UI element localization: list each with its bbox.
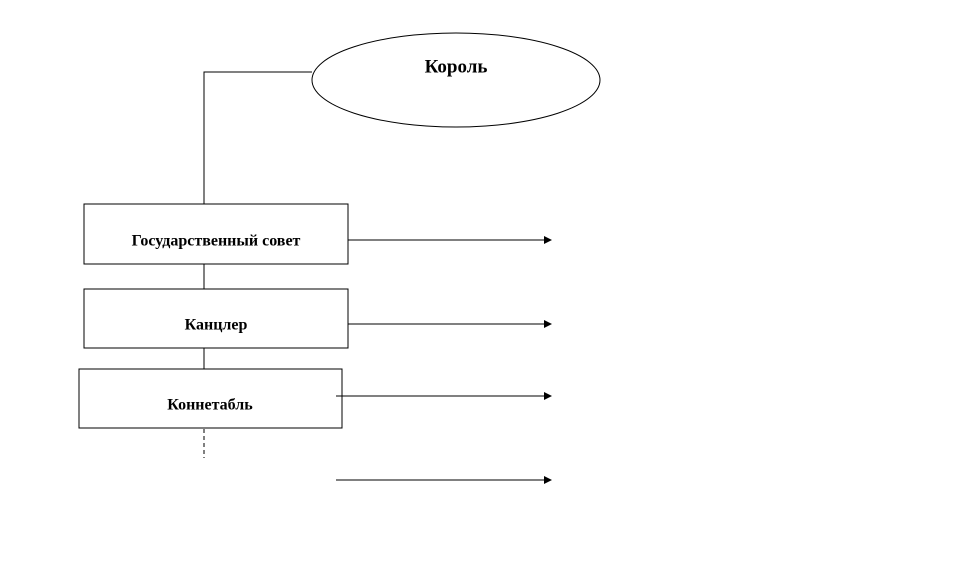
arrow-head-icon <box>544 476 552 484</box>
constable-node: Коннетабль <box>78 368 343 429</box>
state-council-node: Государственный совет <box>83 203 349 265</box>
king-connector-line <box>203 71 312 204</box>
arrow-from-state-council <box>348 236 552 244</box>
state-council-box <box>83 203 349 265</box>
state-council-label: Государственный совет <box>132 233 301 250</box>
constable-box <box>78 368 343 429</box>
king-label: Король <box>425 56 488 77</box>
chancellor-box <box>83 288 349 349</box>
chancellor-node: Канцлер <box>83 288 349 349</box>
constable-label: Коннетабль <box>167 397 253 414</box>
king-node: Король <box>311 32 601 128</box>
arrow-bottom <box>336 476 552 484</box>
arrow-head-icon <box>544 320 552 328</box>
arrow-from-chancellor <box>348 320 552 328</box>
arrow-head-icon <box>544 392 552 400</box>
chancellor-label: Канцлер <box>185 317 248 334</box>
arrow-head-icon <box>544 236 552 244</box>
arrow-from-constable <box>336 392 552 400</box>
king-ellipse <box>311 32 601 128</box>
